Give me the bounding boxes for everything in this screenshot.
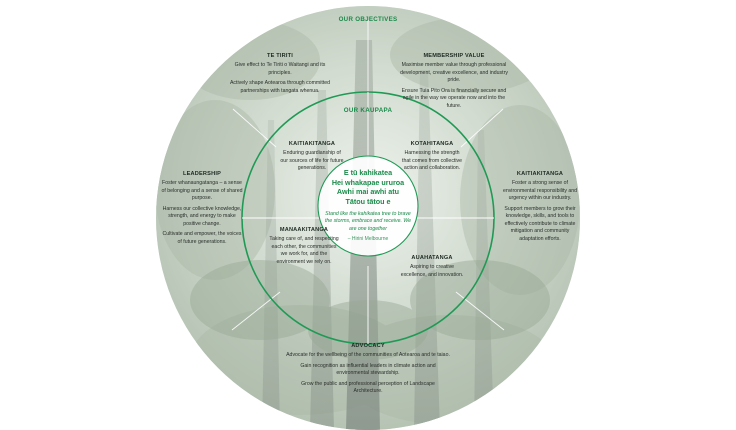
objective-line: Foster whanaungatanga – a sense of belon… — [161, 180, 243, 202]
maori-line: Awhi mai awhi atu — [336, 187, 400, 197]
objective-line: Harness our collective knowledge, streng… — [162, 205, 242, 227]
objective-line: Foster a strong sense of environmental r… — [502, 180, 578, 202]
objective-title: MEMBERSHIP VALUE — [423, 53, 485, 59]
inner-dividers — [242, 92, 494, 344]
kaupapa-title-item: MANAAKITANGA — [279, 227, 329, 233]
objective-line: Ensure Tuia Pito Ora is financially secu… — [401, 87, 507, 109]
maori-line: Tātou tātou e — [345, 197, 391, 207]
english-translation: Stand like the kahikatea tree to brave t… — [324, 210, 412, 232]
kaupapa-kotahitanga: KOTAHITANGA Harnessing the strength that… — [400, 140, 464, 176]
kaupapa-kaitiakitanga: KAITIAKITANGA Enduring guardianship of o… — [280, 140, 344, 176]
kaupapa-text: Harnessing the strength that comes from … — [402, 150, 462, 172]
objective-line: Maximise member value through profession… — [400, 62, 508, 84]
objective-title: KAITIAKITANGA — [516, 171, 564, 177]
objective-leadership: LEADERSHIP Foster whanaungatanga – a sen… — [160, 170, 244, 249]
kaupapa-title-item: AUAHATANGA — [411, 255, 453, 261]
objective-line: Advocate for the wellbeing of the commun… — [286, 352, 450, 359]
kaupapa-title-item: KAITIAKITANGA — [288, 141, 336, 147]
objective-line: Cultivate and empower, the voices of fut… — [162, 231, 242, 245]
objective-title: TE TIRITI — [266, 53, 294, 59]
maori-line: E tū kahikatea — [343, 168, 393, 177]
kaupapa-auahatanga: AUAHATANGA Aspiring to creative excellen… — [400, 254, 464, 282]
objective-line: Grow the public and professional percept… — [301, 380, 435, 395]
objective-line: Give effect to Te Tiriti o Waitangi and … — [234, 62, 326, 76]
kaupapa-text: Enduring guardianship of our sources of … — [280, 150, 344, 172]
objective-membership-value: MEMBERSHIP VALUE Maximise member value t… — [400, 52, 508, 113]
objective-advocacy: ADVOCACY Advocate for the wellbeing of t… — [286, 342, 450, 399]
objective-line: Gain recognition as influential leaders … — [300, 362, 436, 377]
objective-te-tiriti: TE TIRITI Give effect to Te Tiriti o Wai… — [228, 52, 332, 98]
kaupapa-title-item: KOTAHITANGA — [410, 141, 454, 147]
center-disc — [318, 156, 418, 256]
maori-line: Hei whakapae ururoa — [331, 177, 405, 187]
objective-line: Actively shape Aotearoa through committe… — [229, 80, 331, 94]
objectives-title: OUR OBJECTIVES — [338, 16, 398, 23]
kaupapa-title: OUR KAUPAPA — [343, 107, 393, 114]
objective-line: Support members to grow their knowledge,… — [504, 205, 576, 242]
objective-title: LEADERSHIP — [182, 171, 222, 177]
attribution: – Hirini Melbourne — [347, 236, 389, 243]
kaupapa-manaakitanga: MANAAKITANGA Taking care of, and respect… — [268, 226, 340, 269]
forest-background — [156, 6, 580, 430]
objective-kaitiakitanga: KAITIAKITANGA Foster a strong sense of e… — [498, 170, 582, 246]
kaupapa-text: Aspiring to creative excellence, and inn… — [400, 264, 464, 278]
objective-title: ADVOCACY — [351, 343, 385, 349]
center-whakatauki: E tū kahikatea Hei whakapae ururoa Awhi … — [322, 168, 414, 242]
kaupapa-text: Taking care of, and respecting each othe… — [269, 236, 339, 265]
